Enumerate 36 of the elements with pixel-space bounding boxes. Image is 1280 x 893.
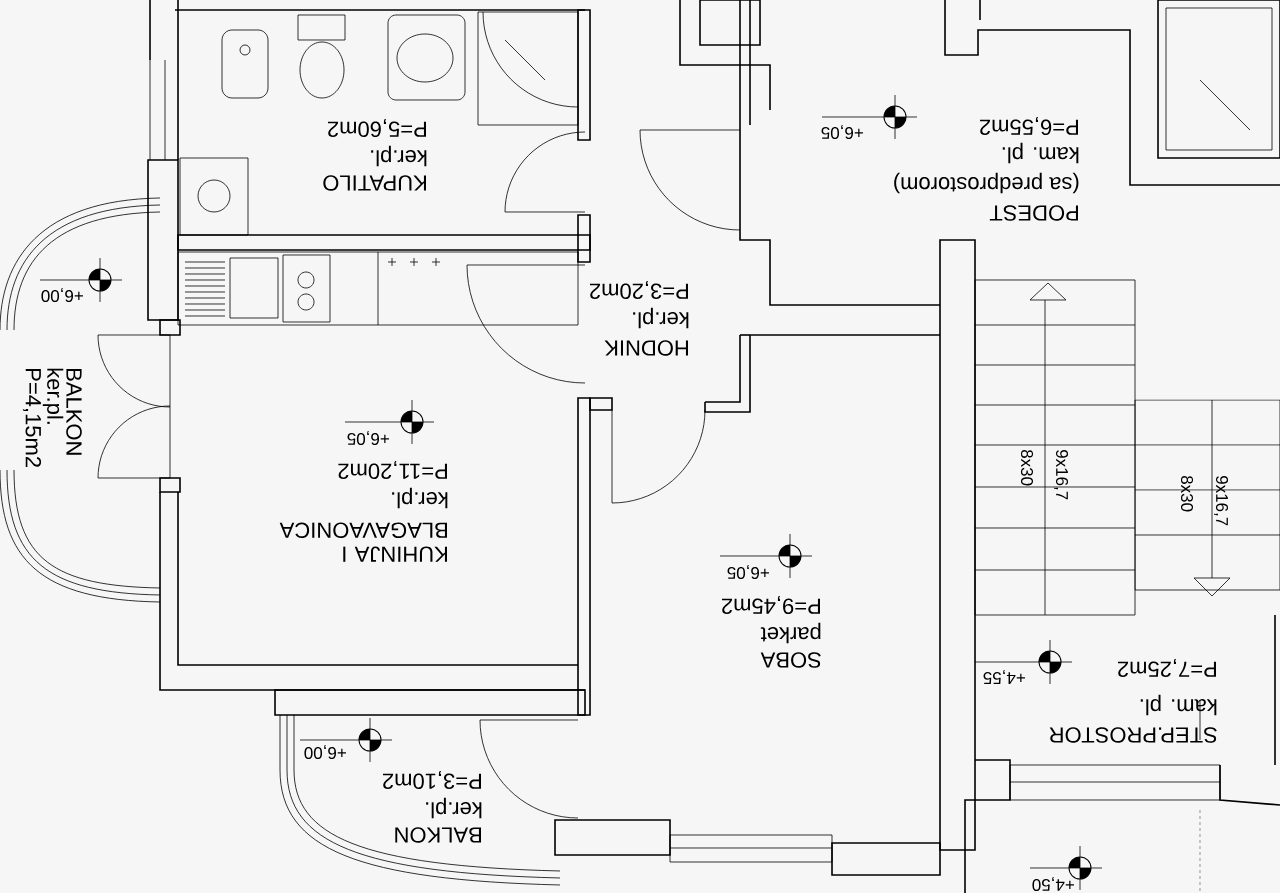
floor-finish-label: ker.pl. (392, 487, 448, 509)
area-label: P=7,25m2 (1118, 658, 1216, 678)
room-note: (sa predprostorom) (894, 172, 1079, 194)
area-label: P=6,55m2 (980, 116, 1078, 136)
floor-finish-label: ker.pl. (42, 368, 64, 424)
level-label: +4,50 (1032, 876, 1074, 891)
floor-finish-label: ker.pl. (371, 145, 427, 167)
stair-dimension: 9x16,7 (1054, 450, 1069, 500)
level-label: +4,55 (983, 670, 1025, 684)
floor-finish-label: kam. pl. (1002, 142, 1079, 164)
level-label: +6,05 (821, 124, 863, 139)
area-label: P=11,20m2 (338, 460, 447, 480)
area-label: P=3,20m2 (590, 280, 688, 300)
floor-finish-label: ker.pl. (426, 797, 482, 819)
room-name: SOBA (760, 652, 821, 668)
level-label: +6,05 (347, 430, 389, 445)
room-name: KUPATILO (323, 175, 426, 191)
area-label: P=5,60m2 (328, 118, 426, 138)
room-name: PODEST (989, 205, 1078, 221)
area-label: P=9,45m2 (722, 595, 820, 615)
floor-finish-label: kam. pl. (1140, 694, 1217, 716)
room-name: BALKON (66, 369, 82, 455)
floor-finish-label: ker.pl. (633, 307, 689, 329)
room-name: BALKON (395, 827, 481, 843)
area-label: P=3,10m2 (383, 770, 481, 790)
area-label: P=4,15m2 (22, 369, 42, 467)
stair-dimension: 8x30 (1181, 475, 1194, 512)
stair-dimension: 9x16,7 (1214, 476, 1229, 526)
room-name: STEP.PROSTOR (1049, 727, 1217, 743)
floor-finish-label: parket (760, 622, 821, 644)
room-name: HODNIK (604, 340, 688, 356)
stair-dimension: 8x30 (1021, 449, 1034, 486)
level-label: +6,00 (304, 744, 346, 759)
level-label: +6,05 (727, 564, 769, 579)
room-name: KUHINJA I BLAGAVAONICA (279, 522, 447, 562)
level-label: +6,00 (41, 287, 83, 302)
